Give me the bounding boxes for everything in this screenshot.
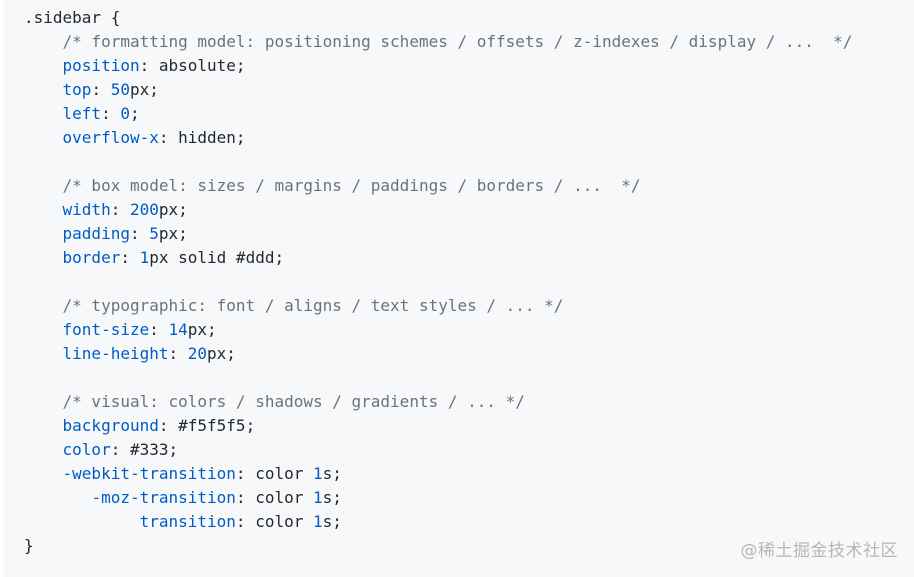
code-line: -webkit-transition: color 1s;: [62, 464, 342, 483]
css-unit: px solid #ddd: [149, 248, 275, 267]
code-line: border: 1px solid #ddd;: [62, 248, 285, 267]
code-line: position: absolute;: [62, 56, 246, 75]
css-unit: px: [129, 80, 150, 99]
css-value: color: [255, 512, 313, 531]
code-comment: /* box model: sizes / margins / paddings…: [62, 176, 641, 195]
code-line: padding: 5px;: [62, 224, 188, 243]
code-line-blank: [24, 270, 914, 294]
css-property: width: [62, 200, 111, 219]
css-property: border: [62, 248, 121, 267]
css-value: color: [255, 464, 313, 483]
code-line: /* formatting model: positioning schemes…: [24, 30, 914, 54]
close-brace: }: [24, 536, 34, 555]
code-line: transition: color 1s;: [24, 510, 914, 534]
css-property: -moz-transition: [91, 488, 236, 507]
css-value: absolute: [158, 56, 236, 75]
code-line-selector: .sidebar {: [24, 6, 914, 30]
css-number: 5: [149, 224, 159, 243]
css-number: 20: [187, 344, 208, 363]
code-line: -moz-transition: color 1s;: [24, 486, 914, 510]
code-comment: /* visual: colors / shadows / gradients …: [62, 392, 525, 411]
css-number: 14: [168, 320, 188, 339]
code-line: width: 200px;: [62, 200, 188, 219]
open-brace: {: [101, 8, 121, 27]
css-value: color: [255, 488, 313, 507]
css-property: transition: [139, 512, 236, 531]
css-unit: s: [322, 464, 333, 483]
css-number: 50: [110, 80, 130, 99]
css-value: #333: [129, 440, 169, 459]
code-line: color: #333;: [62, 440, 179, 459]
indent: [63, 512, 140, 531]
code-line: line-height: 20px;: [62, 344, 236, 363]
code-line-close: }: [24, 534, 914, 558]
css-property: color: [62, 440, 111, 459]
code-line: font-size: 14px;: [62, 320, 217, 339]
css-property: font-size: [62, 320, 150, 339]
code-line: /* typographic: font / aligns / text sty…: [24, 294, 914, 318]
css-property: overflow-x: [62, 128, 159, 147]
css-unit: px: [207, 344, 227, 363]
css-number: 0: [120, 104, 130, 123]
css-unit: s: [322, 512, 333, 531]
code-comment: /* formatting model: positioning schemes…: [62, 32, 853, 51]
css-unit: px: [158, 200, 179, 219]
css-property: background: [62, 416, 159, 435]
css-unit: s: [322, 488, 333, 507]
code-line: left: 0;: [62, 104, 140, 123]
watermark: @稀土掘金技术社区: [740, 541, 898, 561]
css-property: -webkit-transition: [62, 464, 236, 483]
css-value: #f5f5f5: [178, 416, 246, 435]
css-property: left: [62, 104, 102, 123]
code-line-blank: [24, 150, 914, 174]
css-unit: px: [187, 320, 208, 339]
css-property: position: [62, 56, 140, 75]
css-number: 1: [313, 488, 323, 507]
css-value: hidden: [178, 128, 236, 147]
code-block: .sidebar { /* formatting model: position…: [4, 0, 914, 577]
css-property: padding: [62, 224, 130, 243]
code-line: background: #f5f5f5;: [62, 416, 256, 435]
css-number: 1: [312, 464, 323, 483]
css-number: 1: [312, 512, 323, 531]
indent: [63, 488, 92, 507]
css-selector: .sidebar: [24, 8, 102, 27]
code-line: /* visual: colors / shadows / gradients …: [24, 390, 914, 414]
code-line: top: 50px;: [62, 80, 159, 99]
css-number: 200: [129, 200, 159, 219]
css-property: top: [62, 80, 92, 99]
css-unit: px: [158, 224, 179, 243]
code-comment: /* typographic: font / aligns / text sty…: [62, 296, 564, 315]
code-line-blank: [24, 366, 914, 390]
css-property: line-height: [62, 344, 169, 363]
css-number: 1: [139, 248, 150, 267]
code-line: overflow-x: hidden;: [62, 128, 246, 147]
code-line: /* box model: sizes / margins / paddings…: [24, 174, 914, 198]
